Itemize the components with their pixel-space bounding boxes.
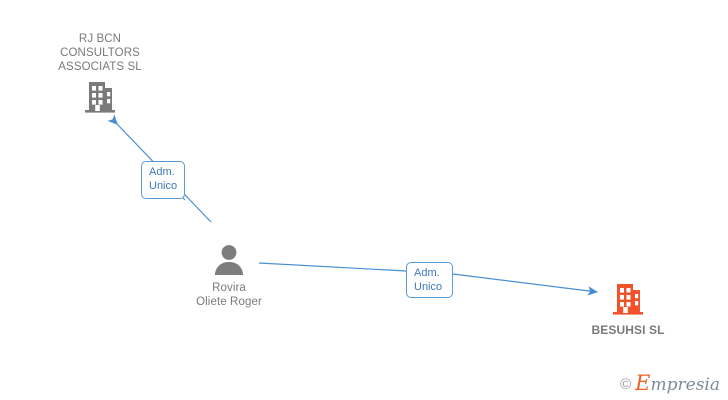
person-icon [159,243,299,277]
edge-label-adm-unico-rjbcn[interactable]: Adm. Unico [141,161,185,199]
building-icon [558,281,698,317]
edge-label-adm-unico-besuhsi[interactable]: Adm. Unico [406,262,453,298]
copyright-icon: © [620,375,632,393]
edge-line-2a [258,262,407,272]
watermark-brand-rest: mpresia [650,375,721,395]
node-label-person-rovira: Rovira Oliete Roger [196,282,262,308]
edge-line-2b [452,273,599,296]
node-company-besuhsi[interactable]: BESUHSI SL [558,281,698,337]
node-label-company-besuhsi: BESUHSI SL [591,323,665,337]
node-company-rjbcn[interactable]: RJ BCN CONSULTORS ASSOCIATS SL [30,32,170,115]
edge-person-to-besuhsi [258,262,599,296]
watermark-empresia: © Empresia [620,371,721,395]
building-icon [30,79,170,115]
node-label-company-rjbcn: RJ BCN CONSULTORS ASSOCIATS SL [58,33,142,73]
watermark-brand-initial: E [635,371,651,395]
watermark-brand: Empresia [635,371,721,395]
node-person-rovira[interactable]: Rovira Oliete Roger [159,243,299,309]
